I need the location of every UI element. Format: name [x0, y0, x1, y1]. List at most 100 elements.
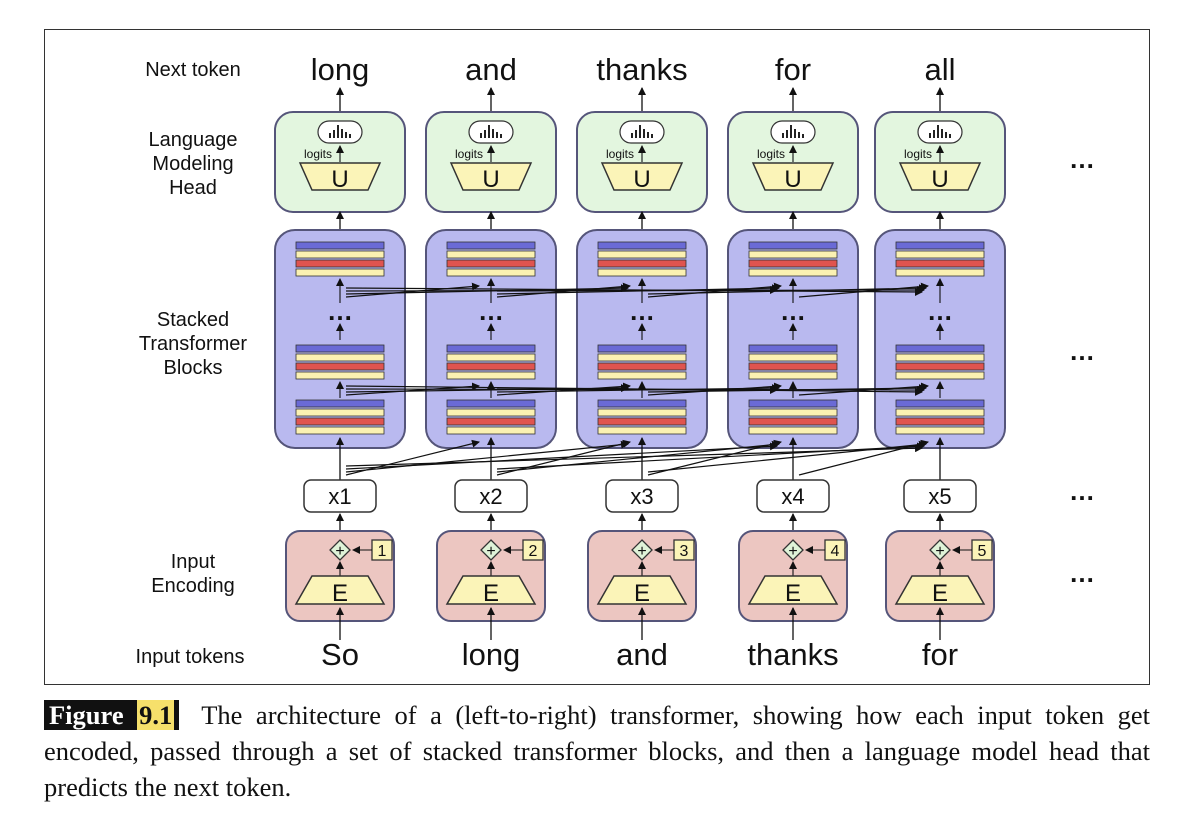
- layer-ellipsis-1: …: [327, 296, 353, 326]
- embed-letter-2: E: [483, 580, 499, 607]
- sum-plus-4: +: [788, 543, 797, 560]
- layer-bar-top-1-1: [295, 241, 385, 250]
- histogram-bar-2-6: [500, 134, 502, 138]
- sum-plus-3: +: [637, 543, 646, 560]
- histogram-bar-1-4: [341, 129, 343, 138]
- layer-bar-bottom-4-1: [748, 399, 838, 408]
- sum-diamond-1: [329, 539, 351, 561]
- layer-bar-bottom-2-1: [446, 399, 536, 408]
- attention-arrow-embed-3-to-5: [647, 440, 927, 473]
- layer-bar-top-2-1: [446, 241, 536, 250]
- layer-bar-mid-4-2: [748, 353, 838, 362]
- histogram-bar-3-3: [639, 125, 641, 138]
- layer-ellipsis-3: …: [629, 296, 655, 326]
- ellipsis-embedding: …: [1069, 476, 1095, 506]
- layer-bar-bottom-4-4: [748, 426, 838, 435]
- layer-bar-mid-4-4: [748, 371, 838, 380]
- layer-bar-bottom-1-4: [295, 426, 385, 435]
- input-token-2: long: [462, 637, 521, 672]
- row-label-stacked-3: Blocks: [164, 357, 223, 379]
- unembed-trapezoid-4: [751, 162, 835, 191]
- position-label-2: 2: [529, 543, 538, 560]
- logits-label-1: logits: [304, 147, 332, 161]
- histogram-bar-2-1: [480, 133, 482, 138]
- embedding-label-2: x2: [479, 484, 502, 509]
- layer-bar-bottom-1-1: [295, 399, 385, 408]
- distribution-icon-4: [770, 120, 816, 144]
- ellipsis-encoding: …: [1069, 558, 1095, 588]
- layer-bar-mid-1-3: [295, 362, 385, 371]
- attention-arrow-top-1-to-5: [345, 287, 923, 296]
- layer-bar-bottom-4-2: [748, 408, 838, 417]
- layer-bar-top-4-2: [748, 250, 838, 259]
- histogram-bar-1-5: [345, 132, 347, 138]
- row-label-next-token: Next token: [145, 59, 241, 81]
- layer-bar-mid-5-4: [895, 371, 985, 380]
- histogram-bar-3-6: [651, 134, 653, 138]
- layer-bar-bottom-2-2: [446, 408, 536, 417]
- row-label-stacked-1: Stacked: [157, 309, 229, 331]
- distribution-icon-3: [619, 120, 665, 144]
- histogram-bar-2-3: [488, 125, 490, 138]
- input-token-5: for: [922, 637, 958, 672]
- layer-bar-top-4-1: [748, 241, 838, 250]
- layer-bar-top-3-2: [597, 250, 687, 259]
- row-label-input-enc-2: Encoding: [151, 575, 234, 597]
- figure-tag-text: Figure: [49, 700, 124, 730]
- next-token-1: long: [311, 52, 370, 87]
- embed-letter-5: E: [932, 580, 948, 607]
- next-token-4: for: [775, 52, 811, 87]
- attention-arrow-top-3-to-4: [647, 282, 782, 298]
- layer-bar-mid-5-2: [895, 353, 985, 362]
- layer-ellipsis-2: …: [478, 296, 504, 326]
- next-token-3: thanks: [596, 52, 687, 87]
- unembed-letter-2: U: [482, 166, 499, 193]
- next-token-5: all: [924, 52, 955, 87]
- histogram-bar-1-3: [337, 125, 339, 138]
- caption-text: The architecture of a (left-to-right) tr…: [44, 700, 1151, 802]
- layer-bar-mid-1-4: [295, 371, 385, 380]
- sum-diamond-4: [782, 539, 804, 561]
- embed-trapezoid-4: [747, 575, 839, 605]
- layer-bar-top-3-4: [597, 268, 687, 277]
- layer-bar-top-1-4: [295, 268, 385, 277]
- layer-bar-bottom-4-3: [748, 417, 838, 426]
- distribution-icon-5: [917, 120, 963, 144]
- attention-arrow-mid-2-to-4: [496, 384, 780, 393]
- logits-label-3: logits: [606, 147, 634, 161]
- logits-label-2: logits: [455, 147, 483, 161]
- layer-bar-mid-3-3: [597, 362, 687, 371]
- layer-bar-bottom-5-2: [895, 408, 985, 417]
- layer-bar-mid-2-1: [446, 344, 536, 353]
- layer-bar-top-2-4: [446, 268, 536, 277]
- layer-bar-mid-4-3: [748, 362, 838, 371]
- sum-plus-2: +: [486, 543, 495, 560]
- attention-arrow-embed-2-to-5: [496, 442, 925, 470]
- next-token-2: and: [465, 52, 517, 87]
- unembed-letter-1: U: [331, 166, 348, 193]
- histogram-bar-5-2: [933, 130, 935, 138]
- histogram-bar-4-1: [782, 133, 784, 138]
- row-label-input-enc-1: Input: [171, 551, 216, 573]
- row-label-lm-head-1: Language: [149, 129, 238, 151]
- layer-bar-bottom-1-3: [295, 417, 385, 426]
- histogram-bar-3-4: [643, 129, 645, 138]
- sum-diamond-2: [480, 539, 502, 561]
- layer-bar-top-5-4: [895, 268, 985, 277]
- layer-bar-bottom-2-4: [446, 426, 536, 435]
- layer-bar-top-4-3: [748, 259, 838, 268]
- sum-diamond-3: [631, 539, 653, 561]
- figure-number: 9.1: [137, 700, 175, 730]
- logits-label-4: logits: [757, 147, 785, 161]
- layer-bar-mid-3-4: [597, 371, 687, 380]
- layer-bar-mid-2-3: [446, 362, 536, 371]
- unembed-trapezoid-5: [898, 162, 982, 191]
- attention-arrow-top-3-to-5: [647, 284, 927, 295]
- histogram-bar-1-2: [333, 130, 335, 138]
- histogram-bar-4-5: [798, 132, 800, 138]
- histogram-bar-5-3: [937, 125, 939, 138]
- layer-bar-mid-5-1: [895, 344, 985, 353]
- histogram-bar-5-6: [949, 134, 951, 138]
- embed-trapezoid-3: [596, 575, 688, 605]
